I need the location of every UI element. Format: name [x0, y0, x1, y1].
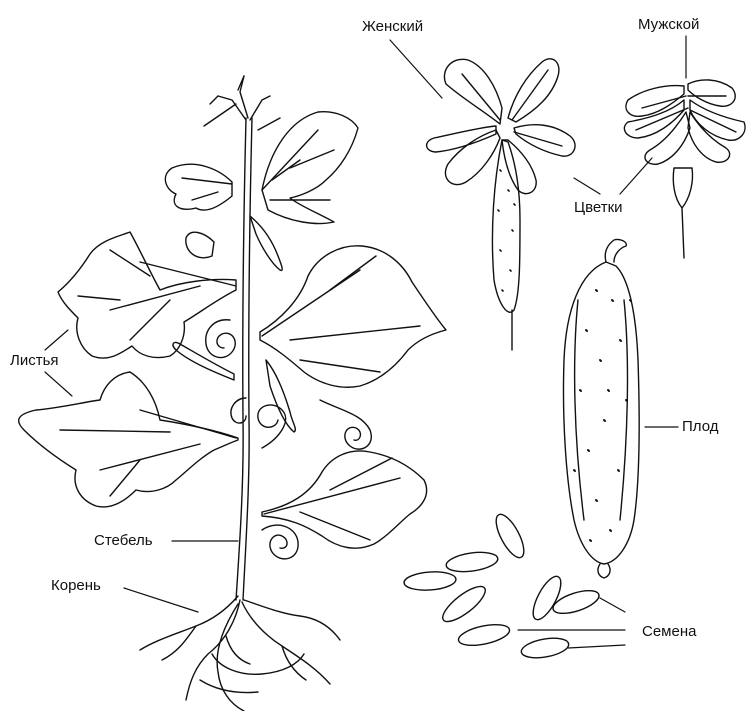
leader-lines	[45, 36, 686, 648]
stem-buds	[173, 216, 295, 432]
leaf-right-middle	[260, 246, 446, 387]
label-leaves: Листья	[10, 353, 59, 368]
seed	[403, 570, 456, 592]
label-root: Корень	[51, 578, 101, 593]
label-female: Женский	[362, 19, 423, 34]
ovary-dots	[498, 170, 515, 291]
leader-flowers-male	[620, 158, 652, 194]
seed	[445, 549, 499, 574]
leaf-upper-left	[165, 164, 232, 210]
roots	[140, 596, 340, 711]
cucumber-fruit	[563, 239, 639, 578]
leaf-left-lower	[19, 372, 238, 507]
leader-leaves-1	[45, 330, 68, 350]
label-fruit: Плод	[682, 419, 718, 434]
leaf-upper-right	[262, 112, 358, 224]
label-flowers: Цветки	[574, 200, 623, 215]
leader-leaves-2	[45, 372, 72, 396]
tendrils	[206, 320, 372, 559]
label-seeds: Семена	[642, 624, 696, 639]
seed	[550, 586, 601, 618]
seeds	[403, 511, 601, 661]
label-male: Мужской	[638, 17, 699, 32]
seed	[491, 511, 529, 562]
leader-root	[124, 588, 198, 612]
leaf-left-large	[58, 232, 236, 358]
leader-seeds-1	[600, 598, 625, 612]
leader-female	[390, 40, 442, 98]
leaf-right-lower	[262, 451, 427, 548]
main-stem	[204, 76, 280, 600]
seed	[457, 621, 512, 649]
leader-flowers-female	[574, 178, 600, 194]
seed	[520, 635, 570, 661]
female-flower	[427, 59, 575, 350]
leader-seeds-3	[568, 645, 625, 648]
label-stem: Стебель	[94, 533, 153, 548]
seed	[528, 573, 566, 624]
